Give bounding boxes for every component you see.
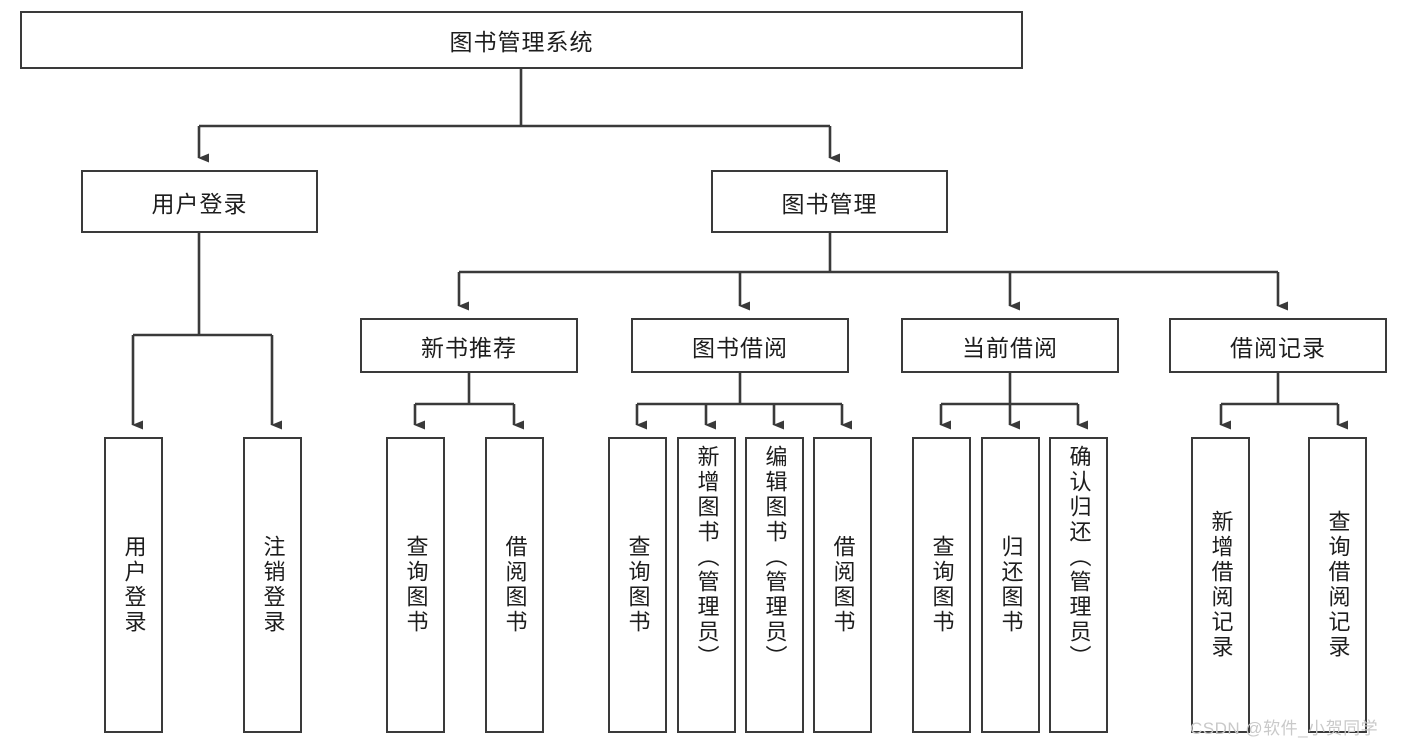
node-book-borrow[interactable]: 图书借阅 <box>631 318 849 373</box>
node-new-book-recommend[interactable]: 新书推荐 <box>360 318 578 373</box>
leaf-query-book-current[interactable]: 查询图书 <box>912 437 971 733</box>
leaf-return-book[interactable]: 归还图书 <box>981 437 1040 733</box>
node-book-management[interactable]: 图书管理 <box>711 170 948 233</box>
leaf-query-borrow-record[interactable]: 查询借阅记录 <box>1308 437 1367 733</box>
leaf-user-login[interactable]: 用户登录 <box>104 437 163 733</box>
leaf-borrow-book-recommend[interactable]: 借阅图书 <box>485 437 544 733</box>
leaf-edit-book-admin[interactable]: 编辑图书（管理员） <box>745 437 804 733</box>
leaf-logout[interactable]: 注销登录 <box>243 437 302 733</box>
leaf-add-borrow-record[interactable]: 新增借阅记录 <box>1191 437 1250 733</box>
node-user-login[interactable]: 用户登录 <box>81 170 318 233</box>
node-root-system[interactable]: 图书管理系统 <box>20 11 1023 69</box>
leaf-borrow-book[interactable]: 借阅图书 <box>813 437 872 733</box>
leaf-query-book-borrow[interactable]: 查询图书 <box>608 437 667 733</box>
node-borrow-record[interactable]: 借阅记录 <box>1169 318 1387 373</box>
node-current-borrow[interactable]: 当前借阅 <box>901 318 1119 373</box>
leaf-query-book-recommend[interactable]: 查询图书 <box>386 437 445 733</box>
csdn-watermark: CSDN @软件_小贺同学 <box>1190 719 1379 738</box>
leaf-add-book-admin[interactable]: 新增图书（管理员） <box>677 437 736 733</box>
leaf-confirm-return-admin[interactable]: 确认归还（管理员） <box>1049 437 1108 733</box>
